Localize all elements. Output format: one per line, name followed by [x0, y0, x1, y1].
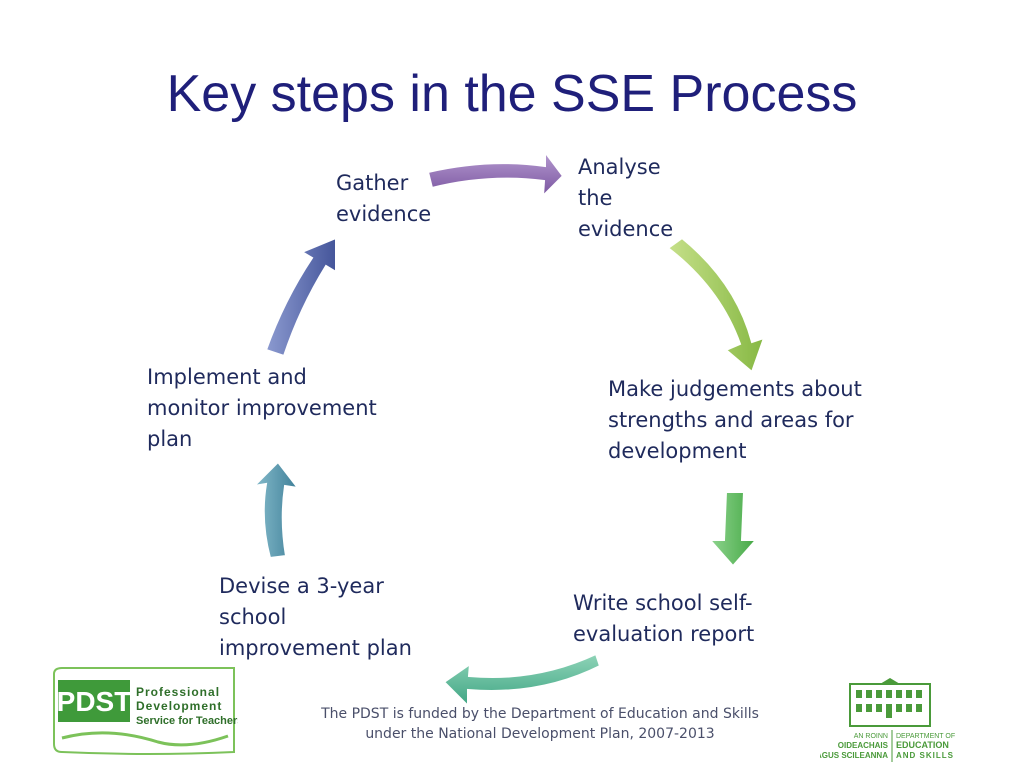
dept-en-line3: AND SKILLS — [896, 751, 954, 760]
page-title: Key steps in the SSE Process — [166, 65, 858, 123]
step-make-judgements: Make judgements about strengths and area… — [608, 377, 862, 463]
pdst-logo: PDST Professional Development Service fo… — [53, 667, 238, 755]
step-write-report: Write school self- evaluation report — [573, 591, 755, 646]
arrow-report-to-devise — [442, 652, 602, 709]
pdst-abbr: PDST — [57, 686, 132, 717]
footer-line-1: The PDST is funded by the Department of … — [321, 706, 759, 722]
pdst-line2: Development — [136, 699, 222, 713]
step-implement-monitor: Implement and monitor improvement plan — [147, 365, 377, 451]
arrow-judgements-to-report — [707, 491, 759, 568]
step-gather-evidence: Gather evidence — [336, 171, 432, 226]
dept-ga-line2: OIDEACHAIS — [838, 741, 889, 750]
step-devise-plan: Devise a 3-year school improvement plan — [219, 574, 412, 660]
footer-line-2: under the National Development Plan, 200… — [365, 726, 715, 742]
dept-ga-line3: AGUS SCILEANNA — [820, 751, 888, 760]
funding-footer: The PDST is funded by the Department of … — [280, 704, 800, 744]
department-education-logo: AN ROINN OIDEACHAIS AGUS SCILEANNA DEPAR… — [820, 678, 955, 762]
dept-en-line2: EDUCATION — [896, 740, 949, 750]
pdst-line1: Professional — [136, 685, 220, 699]
dept-ga-line1: AN ROINN — [854, 733, 888, 740]
arrow-devise-to-implement — [251, 460, 301, 560]
step-analyse-evidence: Analyse the evidence — [578, 155, 674, 241]
arrow-gather-to-analyse — [426, 149, 565, 199]
arrow-analyse-to-judgements — [666, 236, 766, 374]
pdst-line3: Service for Teachers — [136, 715, 238, 727]
dept-en-line1: DEPARTMENT OF — [896, 733, 955, 740]
arrow-implement-to-gather — [264, 236, 337, 358]
